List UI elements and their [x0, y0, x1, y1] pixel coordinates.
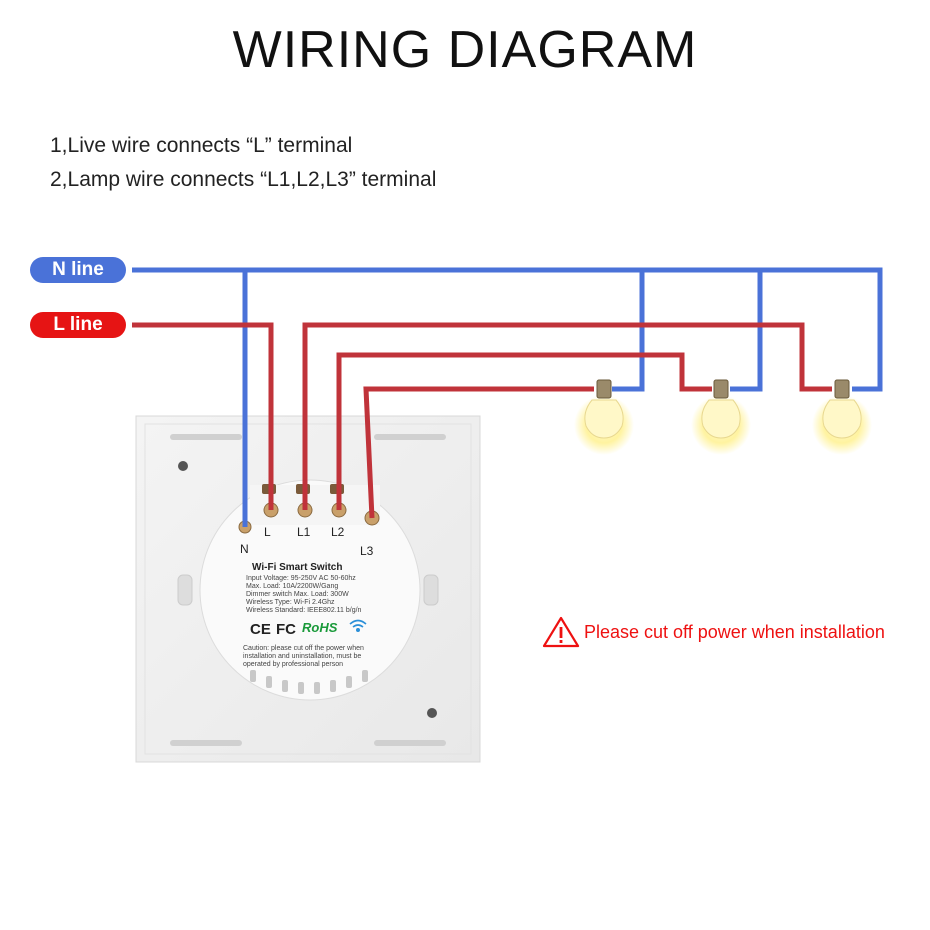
- spec-line: Max. Load: 10A/2200W/Gang: [246, 583, 338, 590]
- rohs-mark: RoHS: [302, 620, 338, 635]
- fc-mark: FC: [276, 621, 296, 638]
- bulb-icon: [574, 379, 634, 455]
- bulb-icon: [812, 379, 872, 455]
- spec-line: Wireless Type: Wi-Fi 2.4Ghz: [246, 599, 335, 606]
- spec-line: Wireless Standard: IEEE802.11 b/g/n: [246, 607, 362, 614]
- n-wires: [132, 267, 883, 527]
- page-title: WIRING DIAGRAM: [232, 21, 698, 79]
- bulb-icon: [691, 379, 751, 455]
- l-line-label: L line: [30, 312, 126, 338]
- l-wires: [132, 322, 832, 519]
- switch-name: Wi-Fi Smart Switch: [252, 562, 342, 573]
- ce-mark: CE: [250, 621, 271, 638]
- caution-line: Caution: please cut off the power when: [243, 645, 364, 652]
- instruction-2: 2,Lamp wire connects “L1,L2,L3” terminal: [50, 168, 437, 191]
- warning-triangle-icon: [542, 616, 580, 648]
- power-warning: Please cut off power when installation: [542, 616, 885, 648]
- warning-text: Please cut off power when installation: [584, 621, 885, 642]
- caution-line: operated by professional person: [243, 661, 343, 668]
- terminal-label-l2: L2: [331, 525, 345, 539]
- wifi-icon: [349, 619, 367, 632]
- terminal-label-l1: L1: [297, 525, 311, 539]
- caution-line: installation and uninstallation, must be: [243, 653, 361, 660]
- spec-line: Input Voltage: 95-250V AC 50-60hz: [246, 575, 356, 582]
- instruction-1: 1,Live wire connects “L” terminal: [50, 134, 353, 157]
- terminal-label-n: N: [240, 542, 249, 556]
- terminal-label-l: L: [264, 525, 271, 539]
- n-line-label: N line: [30, 257, 126, 283]
- terminal-label-l3: L3: [360, 544, 374, 558]
- spec-line: Dimmer switch Max. Load: 300W: [246, 591, 349, 598]
